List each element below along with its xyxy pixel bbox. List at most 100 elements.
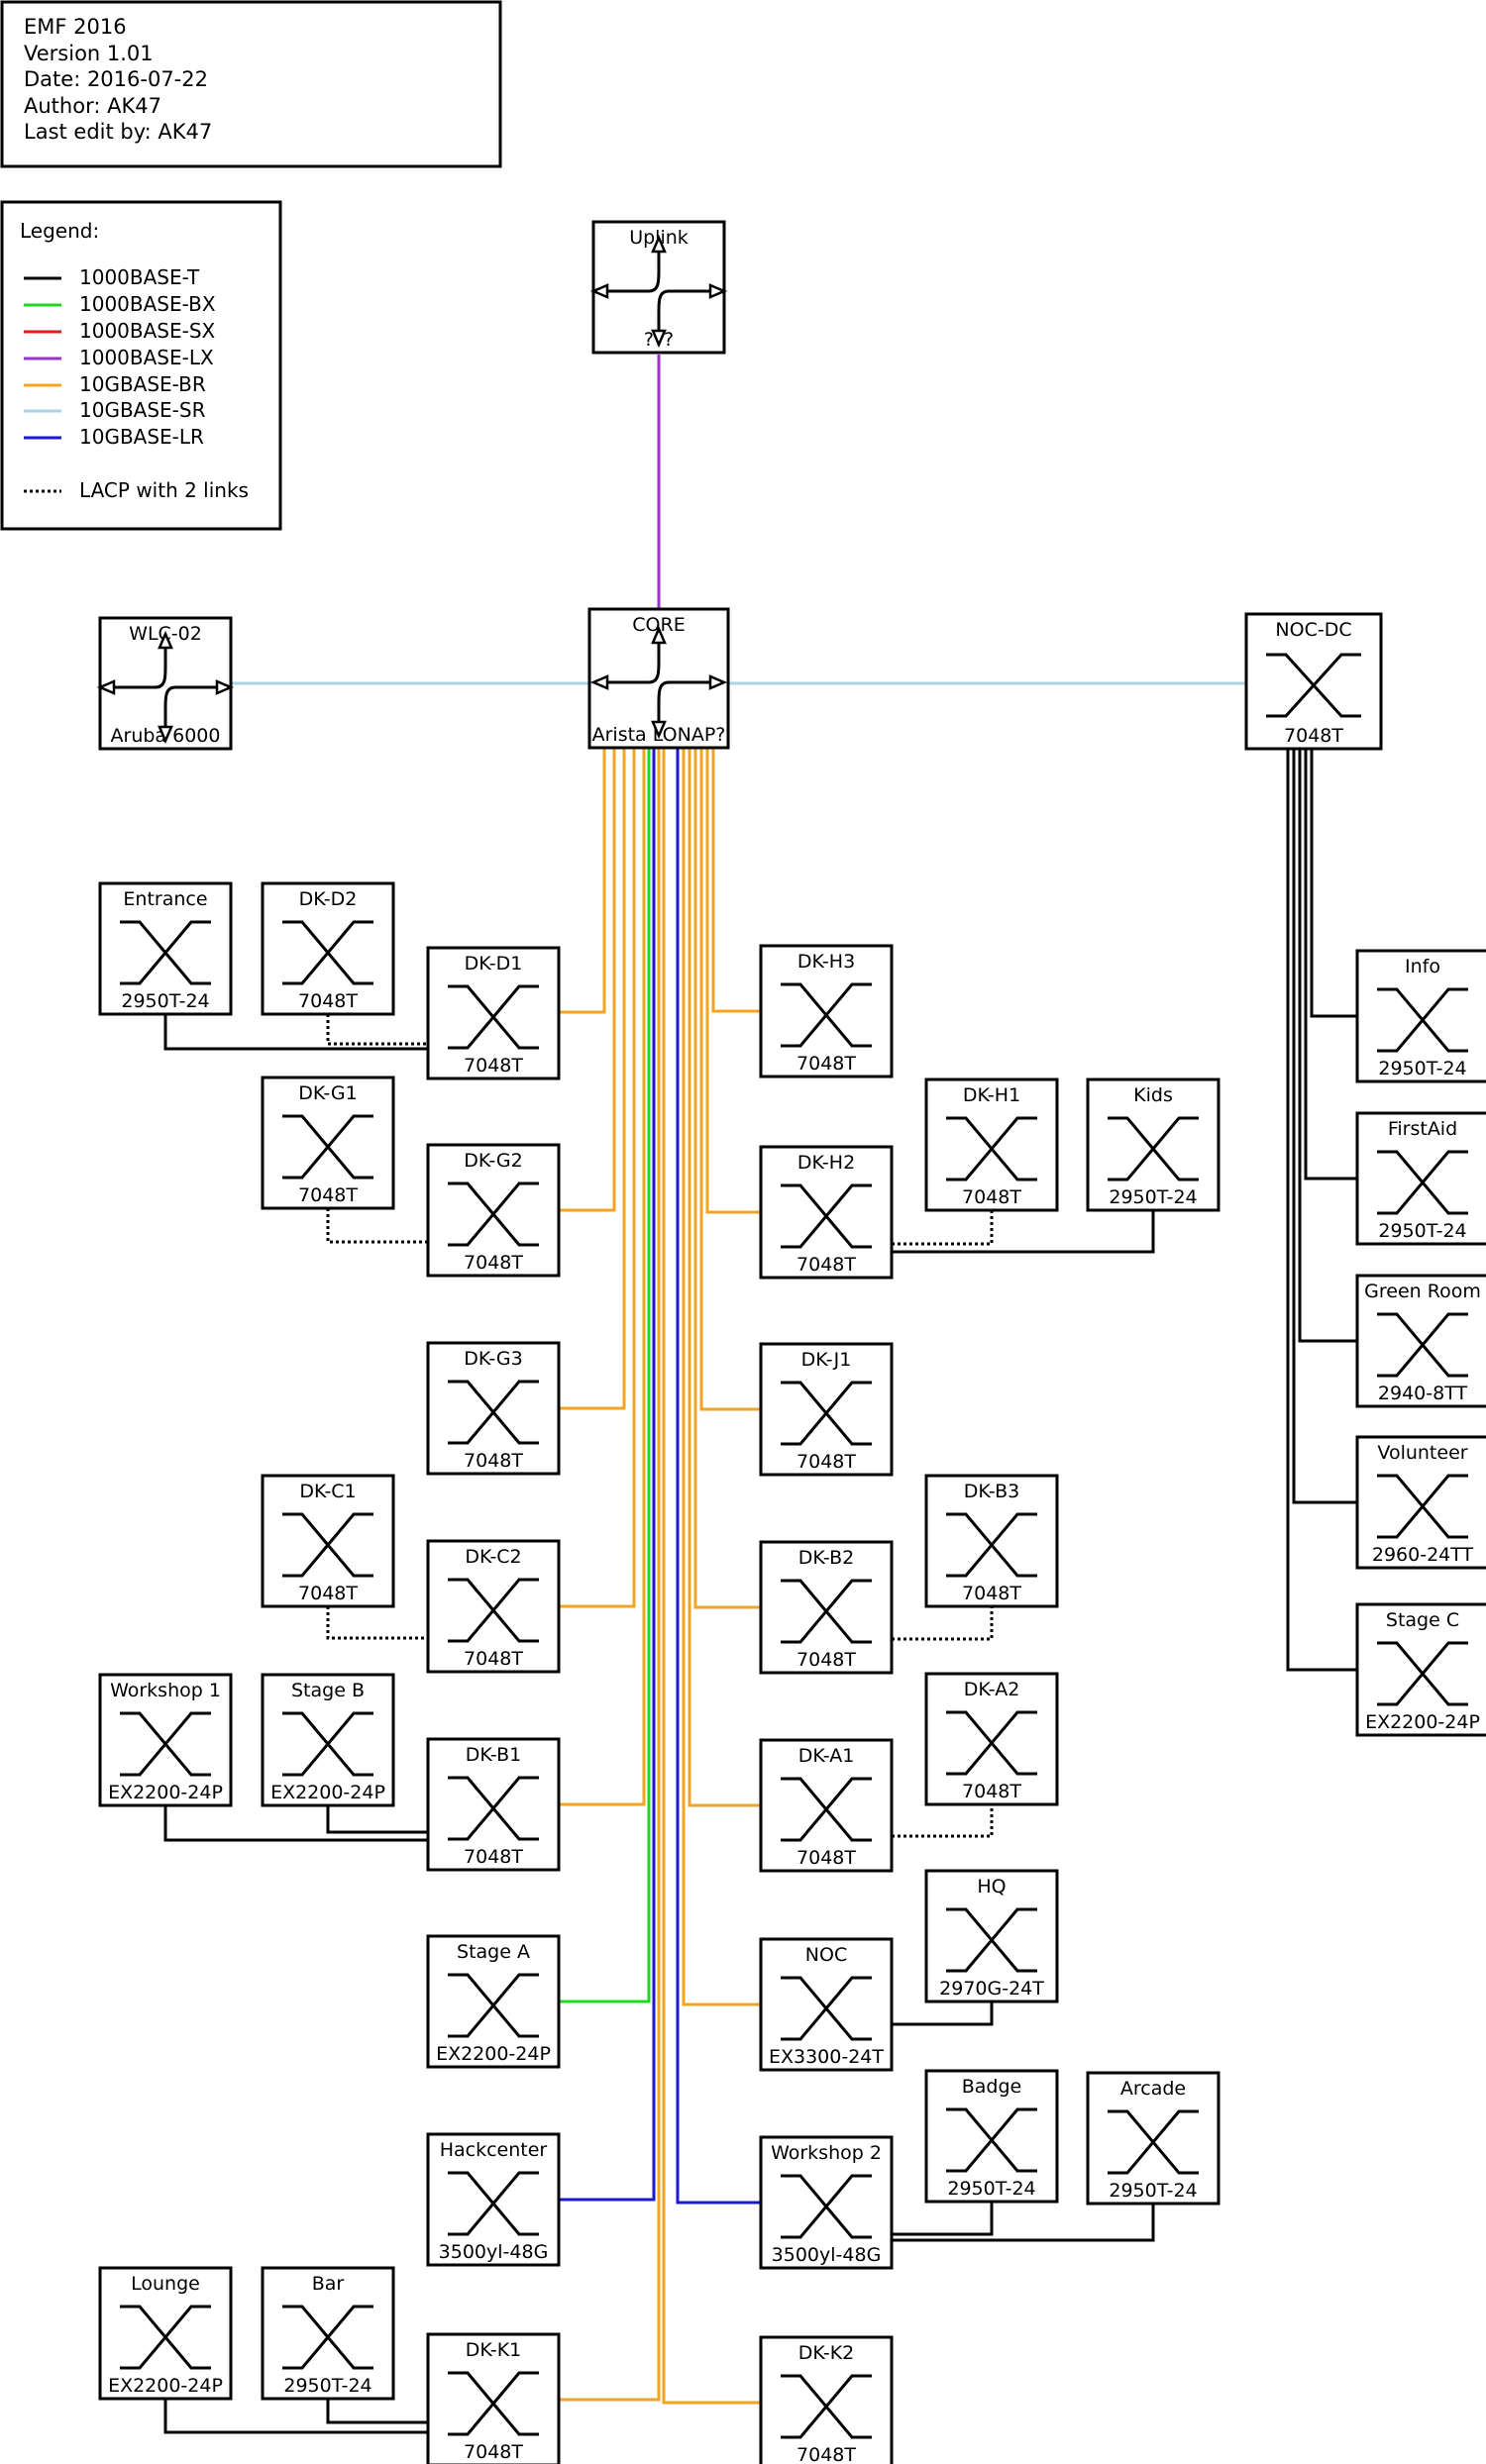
node-wlc02[interactable]: WLC-02Aruba 6000: [96, 616, 235, 751]
link-bar-dkk1: [326, 2399, 428, 2424]
node-frame: [1086, 2071, 1221, 2206]
node-frame: [261, 881, 395, 1016]
legend-label-3: 1000BASE-SX: [79, 319, 216, 343]
node-frame: [261, 1076, 395, 1210]
node-name: DK-C2: [465, 1546, 521, 1568]
node-name: NOC: [805, 1944, 847, 1966]
legend-label-1: 1000BASE-T: [79, 265, 200, 289]
legend-label-8: LACP with 2 links: [79, 478, 249, 502]
info-box-frame: [0, 0, 502, 168]
link-stageb-dkb1: [326, 1805, 428, 1834]
node-frame: [98, 2266, 233, 2401]
node-frame: [98, 1673, 233, 1807]
node-model: EX2200-24P: [108, 2375, 223, 2397]
node-uplink[interactable]: Uplink???: [589, 220, 728, 355]
link-dkg1-dkg2: [326, 1208, 428, 1244]
switch-icon: [120, 920, 211, 985]
node-model: 2950T-24: [283, 2375, 372, 2397]
switch-icon: [448, 1973, 539, 2038]
node-name: Stage A: [457, 1941, 530, 1963]
node-name: DK-J1: [801, 1349, 852, 1371]
node-name: DK-C1: [299, 1481, 356, 1502]
link-core-dkg3: [559, 748, 626, 1410]
node-frame: [759, 1342, 894, 1477]
node-name: DK-G2: [464, 1150, 522, 1172]
switch-icon: [946, 1710, 1037, 1776]
node-name: DK-B3: [964, 1481, 1019, 1502]
switch-icon: [781, 1579, 872, 1644]
link-workshop2-arcade: [892, 2204, 1155, 2242]
link-core-dkd1: [559, 748, 606, 1014]
legend-title: Legend:: [20, 219, 99, 243]
node-model: 2950T-24: [1109, 2180, 1197, 2202]
switch-icon: [448, 1181, 539, 1247]
link-nocdc-greenroom: [1298, 749, 1357, 1343]
switch-icon: [946, 1116, 1037, 1181]
node-name: DK-B2: [798, 1547, 854, 1569]
links-layer: [163, 355, 1357, 2434]
switch-icon: [1377, 1312, 1468, 1378]
node-name: Kids: [1133, 1084, 1173, 1106]
node-name: DK-H2: [797, 1152, 855, 1174]
link-core-workshop2: [676, 748, 761, 2205]
switch-icon: [282, 1512, 373, 1578]
node-frame: [1355, 949, 1486, 1083]
node-name: DK-G1: [298, 1082, 357, 1104]
node-model: 2970G-24T: [939, 1978, 1044, 2000]
switch-icon: [781, 1777, 872, 1842]
node-frame: [924, 1869, 1059, 2003]
link-lounge-dkk1: [163, 2399, 428, 2434]
node-name: Entrance: [123, 888, 207, 910]
switch-icon: [1377, 1474, 1468, 1539]
node-model: 7048T: [464, 1450, 523, 1472]
node-name: FirstAid: [1388, 1118, 1457, 1140]
node-frame: [261, 1474, 395, 1608]
link-dkh2-dkh1: [892, 1210, 994, 1246]
node-frame: [426, 1737, 561, 1872]
node-model: 7048T: [796, 1053, 856, 1075]
node-model: 7048T: [796, 1847, 856, 1869]
legend-label-7: 10GBASE-LR: [79, 425, 204, 449]
legend-frame: [0, 200, 282, 531]
node-model: 7048T: [464, 1055, 523, 1077]
node-model: 2950T-24: [947, 2178, 1035, 2200]
